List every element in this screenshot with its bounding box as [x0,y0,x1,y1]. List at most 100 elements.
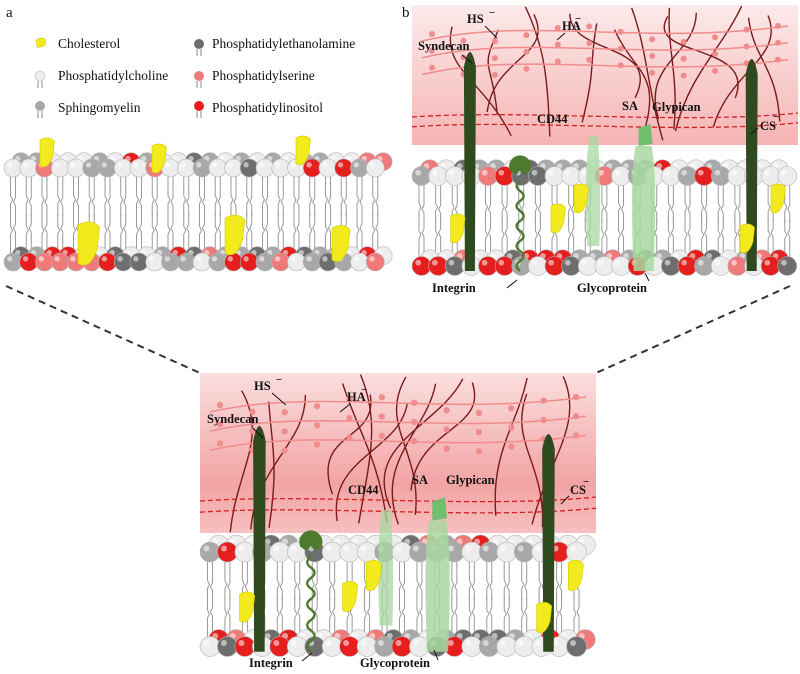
lipid-tail [246,177,253,217]
hyaluronan-bead [540,416,547,423]
lipid-head [760,256,781,276]
minus-hs-b: − [489,7,495,19]
lipid-head [461,636,483,657]
lipid-highlight [664,169,671,176]
legend-label-pc: Phosphatidylcholine [58,68,168,83]
lipid-highlight [415,169,422,176]
lipid-tail [329,561,336,601]
lipid-tail [451,597,458,637]
lipid-tail [717,219,724,257]
hyaluronan-bead [475,409,483,417]
lipid-tail [356,213,363,253]
lipid-tail [767,219,774,257]
lipid-head [82,158,102,178]
hyaluronan-bead [572,413,580,420]
lipid-tail [293,177,300,217]
lipid-tail [136,177,142,217]
lipid-tail [276,597,283,637]
membrane-proteins-zoom [239,426,584,653]
lipid-highlight [290,162,297,168]
lipid-tail [372,177,379,217]
cholesterol [342,581,358,612]
lipid-tail [183,213,190,253]
lipid-highlight [259,162,265,168]
hyaluronan-bead [475,428,483,436]
gag-chain [229,390,254,533]
lipid-head [350,252,369,272]
lipid-head [192,158,212,178]
lipid-tail [784,219,791,257]
lipid-head [478,541,500,563]
lipid-highlight [714,259,721,266]
lipid-head [129,158,149,178]
lipid-highlight [85,162,92,168]
lipid-head [224,158,243,178]
lipid-head [566,636,587,657]
hyaluronan-bead [523,65,530,72]
lipid-tail [41,213,48,253]
lipid-head [199,541,221,563]
syndecan-core [745,59,758,271]
glycoprotein [425,520,450,652]
lipid-tail [701,219,708,257]
glycocalyx-chains-b [411,5,799,141]
legend-item-pi: Phosphatidylinositol [194,100,323,118]
lipid-head [35,252,54,272]
hyaluronan-bead [491,55,498,62]
lipid-head [528,256,548,276]
gag-chain [335,403,408,522]
lipid-highlight [481,259,488,266]
lipid-head [321,636,343,657]
lipid-highlight [548,259,555,266]
lipid-head [50,158,70,178]
lipid-tail [104,177,111,217]
gag-chain [613,29,651,130]
lipid-head [356,541,378,563]
lipid-tail [684,219,691,257]
hyaluronan-bead [313,402,321,410]
label-cs-zoom: CS [570,483,586,497]
lipid-highlight [220,545,227,552]
hyaluronan-bead [411,438,418,445]
lipid-head [145,252,165,272]
lipid-highlight [598,259,604,266]
lipid-head [444,166,465,186]
lipid-highlight [360,640,367,647]
membrane-proteins-b [450,52,786,272]
hyaluronan-bead [743,43,750,50]
lipid-head [208,252,228,272]
integrin-helix [515,180,525,272]
lipid-highlight [431,169,438,176]
cholesterol [450,213,466,244]
arrow-ha-zoom [339,403,351,413]
lipid-pe-icon [194,39,204,56]
lipid-highlight [227,162,234,168]
lipid-highlight [564,169,571,176]
hyaluronan-bead [540,397,547,404]
hyaluronan-bead [523,48,530,55]
lipid-tail [206,597,213,637]
lipid-head [661,256,681,276]
lipid-tail [104,213,111,253]
lipid-highlight [70,162,76,168]
lipid-highlight [412,545,419,552]
gag-chain [268,401,275,528]
lipid-highlight [273,640,280,647]
lipid-tail [534,185,541,223]
lipid-head [334,158,354,178]
lipid-tail [309,177,316,217]
label-cd44-zoom: CD44 [348,483,379,497]
lipid-head [176,252,196,272]
lipid-tail [435,185,442,223]
lipid-head [365,252,385,272]
panel-letter-a: a [6,5,13,21]
lipid-highlight [500,545,507,552]
lipid-highlight [238,640,245,647]
lipid-head [234,636,256,657]
cholesterol [739,223,755,254]
lipid-tail [601,185,608,223]
lipid-tail [398,561,405,601]
lipid-highlight [465,545,472,552]
lipid-tail [556,561,563,601]
legend-label-pi: Phosphatidylinositol [212,100,323,115]
